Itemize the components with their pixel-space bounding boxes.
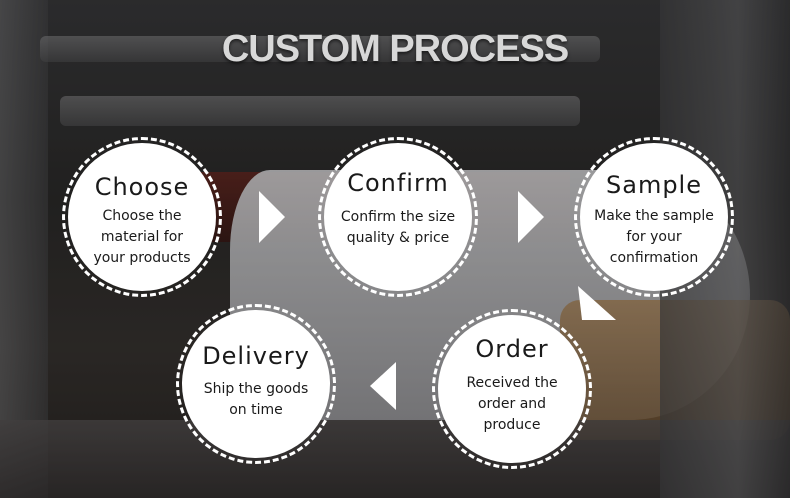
triangle-arrow-icon — [518, 191, 544, 243]
step-heading: Confirm — [347, 169, 449, 197]
step-choose: Choose Choose the material for your prod… — [62, 137, 222, 297]
step-heading: Sample — [606, 171, 702, 199]
step-disc — [71, 146, 213, 288]
page-title: CUSTOM PROCESS — [221, 28, 569, 70]
dashed-ring — [176, 304, 336, 464]
dashed-ring — [574, 137, 734, 297]
dashed-ring — [432, 309, 592, 469]
step-sample: Sample Make the sample for your confirma… — [574, 137, 734, 297]
dashed-ring — [62, 137, 222, 297]
triangle-arrow-icon — [259, 191, 285, 243]
step-order: Order Received the order and produce — [432, 309, 592, 469]
step-description: Choose the material for your products — [93, 208, 191, 266]
step-description: Received the order and produce — [466, 375, 558, 433]
step-description: Confirm the size quality & price — [340, 209, 456, 246]
step-disc — [185, 313, 327, 455]
step-heading: Order — [475, 335, 549, 363]
step-description: Make the sample for your confirmation — [594, 208, 714, 266]
triangle-arrow-icon — [578, 286, 616, 320]
step-confirm: Confirm Confirm the size quality & price — [318, 137, 478, 297]
dashed-ring — [318, 137, 478, 297]
step-disc — [327, 146, 469, 288]
step-description: Ship the goods on time — [203, 381, 309, 418]
step-heading: Choose — [94, 173, 190, 201]
step-disc — [441, 318, 583, 460]
step-delivery: Delivery Ship the goods on time — [176, 304, 336, 464]
triangle-arrow-icon — [370, 362, 396, 410]
step-heading: Delivery — [202, 342, 310, 370]
step-disc — [583, 146, 725, 288]
